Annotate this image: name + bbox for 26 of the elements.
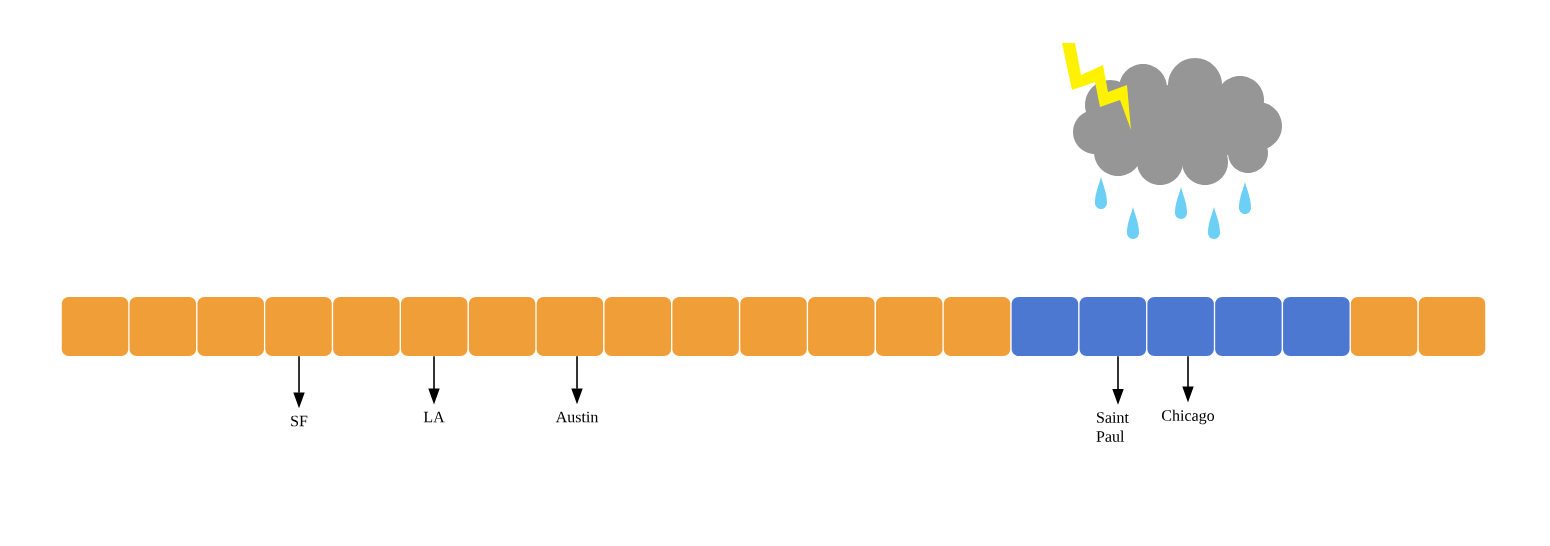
segment-block <box>61 297 129 356</box>
city-label: Chicago <box>1162 409 1215 425</box>
city-label: SF <box>291 415 308 427</box>
segment-block <box>740 297 807 356</box>
segment-block <box>1215 297 1282 356</box>
segment-block <box>265 297 332 356</box>
segment-block <box>400 297 468 356</box>
segment-block <box>1147 297 1214 356</box>
segment-block <box>1079 297 1147 356</box>
segment-block <box>604 297 672 356</box>
segment-block <box>197 297 264 356</box>
segment-block <box>129 297 197 356</box>
segment-block <box>943 297 1011 356</box>
segment-block <box>1350 297 1418 356</box>
segment-block <box>875 297 943 356</box>
segment-block <box>808 297 875 356</box>
city-label: Saint Paul <box>1096 412 1129 442</box>
segment-block <box>536 297 604 356</box>
segment-block <box>1418 297 1486 356</box>
city-label: LA <box>423 411 445 423</box>
segment-block <box>1283 297 1350 356</box>
segment-block <box>672 297 739 356</box>
segment-block <box>468 297 536 356</box>
segment-block <box>1011 297 1079 356</box>
segment-block <box>333 297 400 356</box>
city-label: Austin <box>555 411 599 423</box>
